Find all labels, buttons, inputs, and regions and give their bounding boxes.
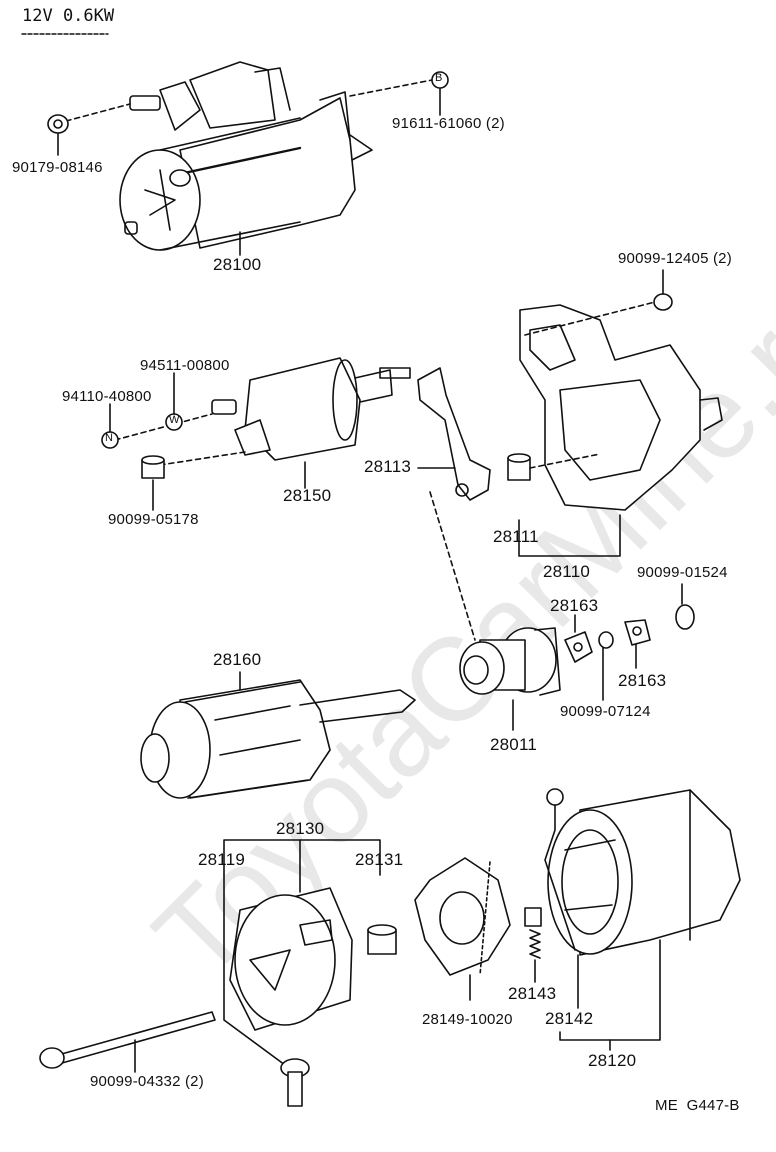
label-28160: 28160: [213, 650, 262, 669]
marker-b: B: [435, 72, 443, 84]
screw-28119: [280, 1058, 310, 1107]
label-90099-01524: 90099-01524: [637, 564, 728, 581]
spring-28143: [524, 907, 542, 959]
label-91611-61060: 91611-61060 (2): [392, 115, 505, 132]
armature-28160: [140, 679, 416, 799]
clutch-28011: [459, 627, 561, 696]
label-94110-40800: 94110-40800: [62, 388, 152, 405]
bushing-28131: [367, 924, 397, 955]
label-90099-05178: 90099-05178: [108, 511, 199, 528]
label-28110: 28110: [543, 562, 591, 581]
washer-90099-07124: [598, 631, 614, 649]
label-28100: 28100: [213, 255, 262, 274]
label-28119: 28119: [198, 850, 246, 869]
snap-ring-28163-a: [564, 631, 593, 663]
nut-90179: [47, 114, 69, 134]
solenoid-28150: [211, 357, 411, 461]
nut-90099-12405: [653, 293, 673, 311]
washer-90099-01524: [675, 604, 695, 630]
starter-assembly-28100: [119, 61, 373, 251]
label-28150: 28150: [283, 486, 332, 505]
snap-ring-28163-b: [624, 619, 651, 646]
label-28113: 28113: [364, 457, 412, 476]
marker-w: W: [169, 414, 180, 426]
field-frame-28120: [544, 788, 741, 956]
diagram-reference: ME G447-B: [655, 1097, 740, 1114]
label-28111: 28111: [493, 527, 539, 546]
marker-n: N: [105, 432, 114, 444]
label-28149-10020: 28149-10020: [422, 1011, 513, 1028]
housing-28110: [519, 304, 723, 511]
label-28142: 28142: [545, 1009, 594, 1028]
label-90099-04332: 90099-04332 (2): [90, 1073, 204, 1090]
end-frame-28130: [229, 887, 353, 1031]
label-90099-07124: 90099-07124: [560, 703, 651, 720]
label-28163-a: 28163: [550, 596, 599, 615]
bushing-28111: [507, 453, 531, 481]
label-28143: 28143: [508, 984, 557, 1003]
label-94511-00800: 94511-00800: [140, 357, 230, 374]
label-28163-b: 28163: [618, 671, 667, 690]
marker-b-circle: [431, 71, 449, 89]
label-28130: 28130: [276, 819, 325, 838]
bushing-90099-05178: [141, 455, 165, 479]
voltage-spec: 12V 0.6KW: [22, 6, 115, 26]
label-90179-08146: 90179-08146: [12, 159, 103, 176]
drive-lever-28113: [417, 367, 491, 501]
label-28131: 28131: [355, 850, 404, 869]
label-90099-12405: 90099-12405 (2): [618, 250, 732, 267]
label-28011: 28011: [490, 735, 538, 754]
through-bolt-90099-04332: [39, 1011, 216, 1069]
label-28120: 28120: [588, 1051, 637, 1070]
brush-holder-28149: [414, 857, 511, 976]
